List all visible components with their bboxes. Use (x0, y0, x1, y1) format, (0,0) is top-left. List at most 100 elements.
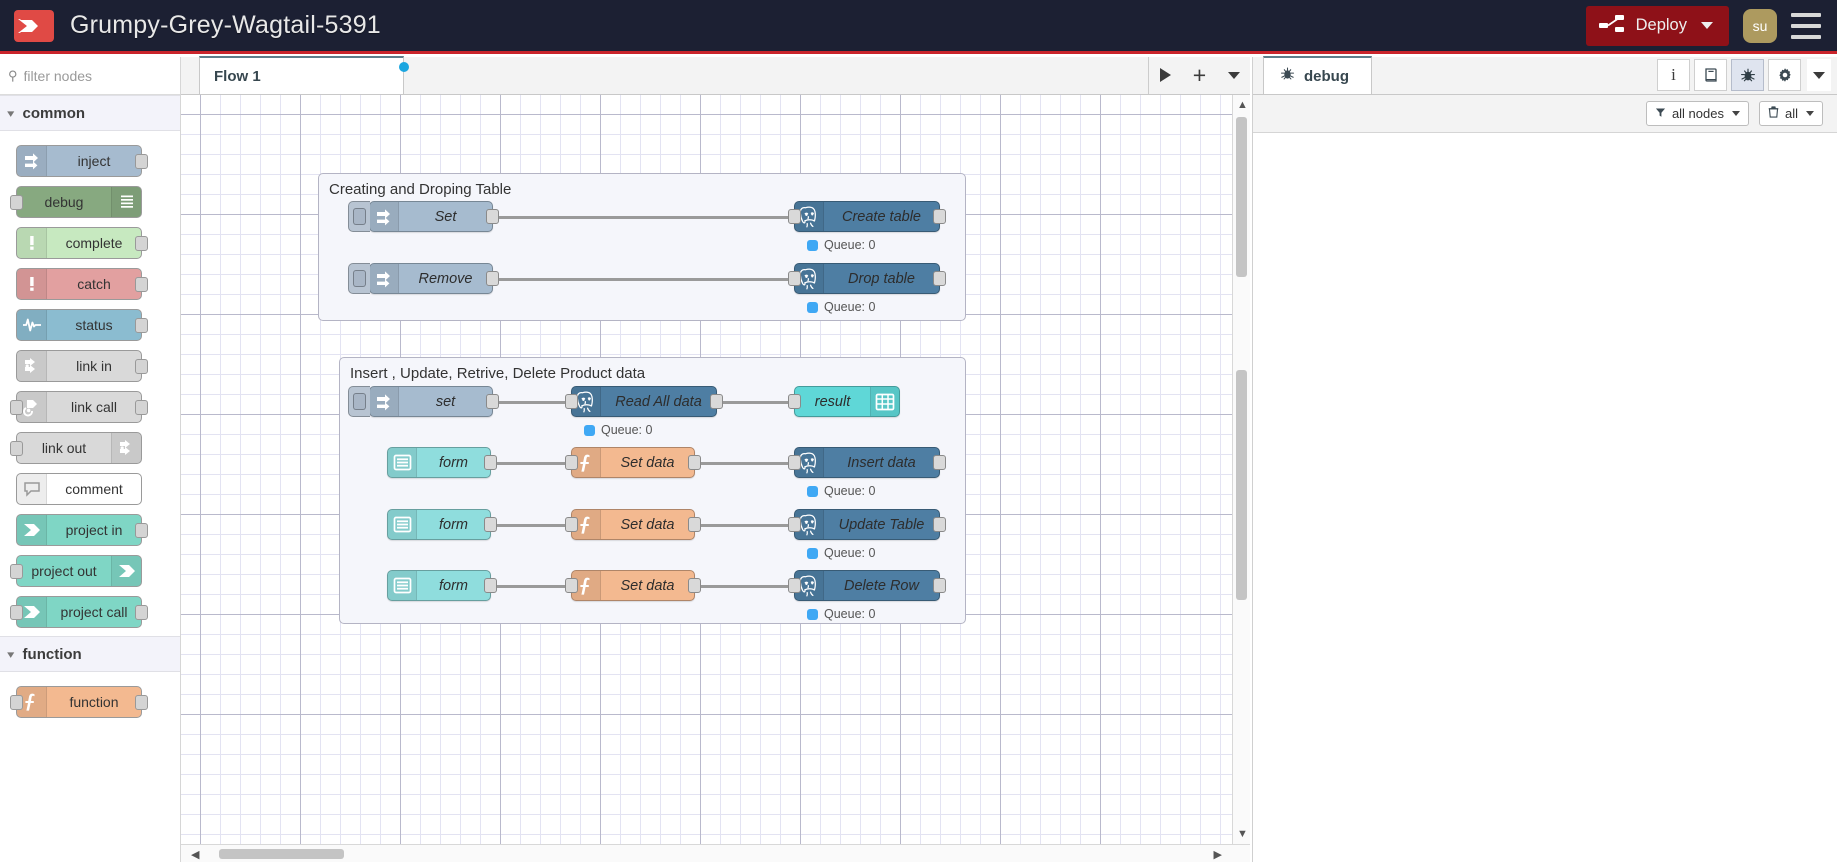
node-output-port[interactable] (484, 455, 497, 470)
palette-node-body[interactable]: catch (16, 267, 148, 300)
flow-node-read-all-data[interactable]: Read All data (565, 386, 723, 417)
node-output-port[interactable] (135, 604, 148, 620)
flow-node-create-table[interactable]: Create table (788, 201, 946, 232)
node-input-port[interactable] (565, 455, 578, 470)
scroll-right-icon[interactable]: ▶ (1213, 849, 1222, 861)
palette-node-debug[interactable]: debug (0, 181, 180, 222)
flow-node-form[interactable]: form (387, 447, 497, 478)
debug-filter-nodes[interactable]: all nodes (1645, 101, 1749, 126)
node-input-port[interactable] (788, 517, 801, 532)
hscroll-thumb[interactable] (219, 849, 344, 859)
flow-node-set[interactable]: set (348, 386, 499, 417)
flow-wire[interactable] (491, 585, 571, 588)
palette-node-link-call[interactable]: link call (0, 386, 180, 427)
node-output-port[interactable] (486, 271, 499, 286)
palette-node-complete[interactable]: complete (0, 222, 180, 263)
tab-flow-1[interactable]: Flow 1 (199, 56, 409, 94)
node-output-port[interactable] (688, 455, 701, 470)
debug-clear-button[interactable]: all (1758, 101, 1823, 126)
flow-wire[interactable] (493, 401, 571, 404)
node-input-port[interactable] (565, 517, 578, 532)
flow-node-insert-data[interactable]: Insert data (788, 447, 946, 478)
flow-wire[interactable] (695, 462, 794, 465)
node-input-port[interactable] (565, 394, 578, 409)
search-input[interactable] (23, 67, 154, 84)
plus-icon[interactable]: + (1192, 61, 1207, 88)
flow-node-form[interactable]: form (387, 570, 497, 601)
flow-node-set-data[interactable]: Set data (565, 570, 701, 601)
node-input-port[interactable] (788, 271, 801, 286)
scroll-up-icon[interactable]: ▲ (1237, 99, 1248, 111)
deploy-button[interactable]: Deploy (1585, 5, 1729, 46)
sidebar-more-icon[interactable] (1807, 59, 1831, 91)
node-input-port[interactable] (10, 440, 23, 456)
node-output-port[interactable] (933, 517, 946, 532)
node-output-port[interactable] (135, 522, 148, 538)
hamburger-menu-icon[interactable] (1791, 12, 1821, 39)
palette-node-comment[interactable]: comment (0, 468, 180, 509)
node-output-port[interactable] (484, 578, 497, 593)
palette-node-body[interactable]: function (10, 685, 148, 718)
node-output-port[interactable] (135, 153, 148, 169)
canvas-horizontal-scrollbar[interactable]: ◀ ▶ (181, 844, 1250, 862)
palette-node-inject[interactable]: inject (0, 140, 180, 181)
palette-category-function[interactable]: ▾function (0, 636, 180, 672)
node-output-port[interactable] (933, 209, 946, 224)
chevron-down-icon[interactable] (1701, 22, 1713, 29)
node-input-port[interactable] (788, 209, 801, 224)
tab-debug[interactable]: debug (1263, 56, 1372, 94)
node-output-port[interactable] (933, 455, 946, 470)
node-output-port[interactable] (484, 517, 497, 532)
canvas-vertical-scrollbar[interactable]: ▲ ▼ (1232, 95, 1250, 862)
node-input-port[interactable] (788, 394, 801, 409)
flow-wire[interactable] (695, 524, 794, 527)
play-icon[interactable] (1148, 56, 1182, 94)
scroll-down-icon[interactable]: ▼ (1237, 828, 1248, 840)
node-trigger-button[interactable] (348, 263, 370, 294)
flow-node-set-data[interactable]: Set data (565, 509, 701, 540)
node-output-port[interactable] (135, 399, 148, 415)
palette-node-body[interactable]: link in (16, 349, 148, 382)
node-input-port[interactable] (788, 455, 801, 470)
flow-wire[interactable] (491, 462, 571, 465)
palette-node-catch[interactable]: catch (0, 263, 180, 304)
palette-node-project-call[interactable]: project call (0, 591, 180, 632)
chevron-down-icon[interactable] (1731, 111, 1740, 116)
palette-node-body[interactable]: complete (16, 226, 148, 259)
flow-wire[interactable] (493, 216, 794, 219)
palette-node-project-out[interactable]: project out (0, 550, 180, 591)
debug-message-list[interactable] (1253, 133, 1837, 830)
node-input-port[interactable] (10, 563, 23, 579)
flow-wire[interactable] (717, 401, 794, 404)
vscroll-thumb[interactable] (1236, 117, 1247, 277)
flow-node-result[interactable]: result (788, 386, 900, 417)
palette-search[interactable]: ⚲ (0, 57, 180, 95)
flow-wire[interactable] (491, 524, 571, 527)
node-output-port[interactable] (710, 394, 723, 409)
palette-node-status[interactable]: status (0, 304, 180, 345)
node-output-port[interactable] (933, 271, 946, 286)
node-input-port[interactable] (10, 399, 23, 415)
palette-node-body[interactable]: comment (16, 472, 142, 505)
palette-node-link-out[interactable]: link out (0, 427, 180, 468)
flow-node-update-table[interactable]: Update Table (788, 509, 946, 540)
avatar[interactable]: su (1743, 8, 1777, 43)
palette-node-body[interactable]: link out (10, 431, 142, 464)
flow-group[interactable]: Creating and Droping Table (318, 173, 966, 321)
palette-node-body[interactable]: inject (16, 144, 148, 177)
node-output-port[interactable] (135, 358, 148, 374)
node-output-port[interactable] (135, 317, 148, 333)
config-gear-icon[interactable] (1768, 59, 1801, 91)
palette-node-body[interactable]: status (16, 308, 148, 341)
palette-category-common[interactable]: ▾common (0, 95, 180, 131)
palette-node-project-in[interactable]: project in (0, 509, 180, 550)
palette-node-link-in[interactable]: link in (0, 345, 180, 386)
help-book-icon[interactable] (1694, 59, 1727, 91)
flow-node-set-data[interactable]: Set data (565, 447, 701, 478)
node-trigger-button[interactable] (348, 386, 370, 417)
node-output-port[interactable] (135, 694, 148, 710)
flow-node-delete-row[interactable]: Delete Row (788, 570, 946, 601)
palette-node-function[interactable]: function (0, 681, 180, 722)
vscroll-thumb-2[interactable] (1236, 370, 1247, 600)
